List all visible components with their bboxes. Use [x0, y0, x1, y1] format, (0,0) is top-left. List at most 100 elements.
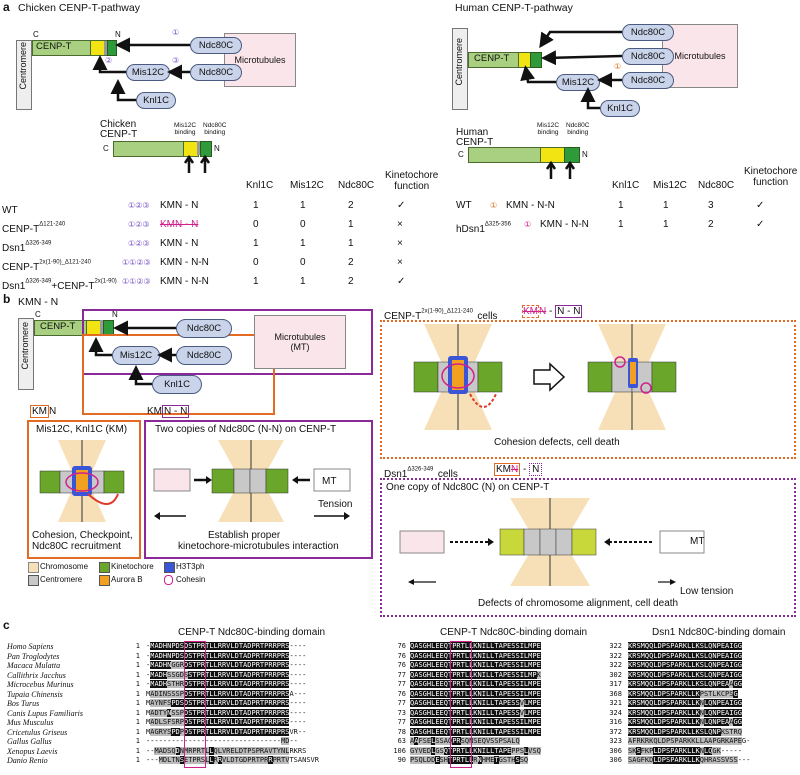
row-circles: ①②③ — [128, 201, 150, 210]
residue: - — [146, 651, 151, 660]
sequence-start-number: 73 — [397, 708, 406, 717]
residue: Y — [154, 699, 159, 707]
residue: N — [477, 670, 482, 679]
sequence-start-number: 76 — [397, 661, 406, 669]
residue: - — [293, 718, 298, 726]
residue: I — [481, 661, 486, 669]
residue: R — [456, 746, 461, 755]
residue: R — [456, 737, 461, 745]
residue: P — [276, 727, 281, 736]
residue: A — [725, 651, 730, 660]
residue: F — [418, 737, 423, 745]
residue: V — [485, 737, 491, 745]
residue: L — [213, 670, 218, 679]
residue: K — [473, 699, 478, 707]
residue: L — [490, 651, 495, 660]
residue: I — [729, 661, 734, 669]
residue: T — [289, 756, 294, 764]
circle-2-label: ② — [105, 56, 113, 65]
residue: P — [502, 689, 508, 698]
residue: P — [196, 689, 201, 698]
residue: Q — [410, 651, 415, 660]
residue: R — [281, 727, 286, 736]
residue: Q — [536, 746, 541, 755]
residue: V — [226, 661, 231, 669]
residue: E — [439, 727, 444, 736]
residue: A — [150, 689, 155, 698]
residue: Q — [410, 642, 415, 650]
row-kmn: KMN - N-N — [506, 200, 555, 211]
sequence-start-number: 1 — [135, 718, 140, 726]
residue: D — [175, 642, 180, 650]
residue: M — [640, 651, 645, 660]
residue: I — [481, 708, 486, 717]
residue: H — [443, 756, 448, 764]
residue: P — [716, 727, 721, 736]
residue: P — [171, 727, 176, 736]
residue: S — [636, 680, 641, 688]
residue: V — [226, 718, 231, 726]
residue: E — [720, 708, 726, 717]
residue: P — [670, 756, 675, 764]
sequence-start-number: 1 — [135, 708, 140, 717]
residue: K — [628, 661, 633, 669]
residue: S — [515, 727, 520, 736]
residue: S — [636, 746, 641, 755]
residue: P — [196, 699, 201, 707]
sequence-row: GYVEDLGSQTPRTLLKNILLTAPEPPSLVSQ — [410, 746, 566, 757]
residue: T — [192, 661, 197, 669]
residue: Q — [644, 680, 650, 688]
residue: V — [268, 746, 273, 755]
residue: P — [649, 746, 654, 755]
residue: A — [674, 718, 679, 726]
sequence-row: MADLSFSRPDSTPRTLLRRVLDTADPRTPRRPRS---- — [146, 718, 364, 728]
residue: K — [640, 737, 645, 745]
residue: T — [460, 670, 465, 679]
row-mis12c: 0 — [300, 219, 306, 230]
residue: L — [230, 699, 235, 707]
residue: I — [481, 699, 486, 707]
sequence-row: --------------------------------MD-- — [146, 737, 364, 747]
circle-1-label: ① — [614, 62, 622, 71]
residue: P — [196, 680, 201, 688]
residue: D — [657, 651, 662, 660]
residue: K — [695, 756, 700, 764]
residue: A — [414, 689, 419, 698]
residue: N — [699, 699, 704, 707]
species-name: Danio Renio — [7, 756, 48, 765]
legend-cohesin-swatch — [164, 575, 173, 585]
residue: I — [481, 642, 486, 650]
residue: R — [221, 689, 227, 698]
residue: L — [691, 756, 696, 764]
residue: T — [192, 689, 197, 698]
residue: S — [729, 689, 734, 698]
residue: K — [628, 708, 633, 717]
residue: P — [716, 661, 721, 669]
residue: L — [205, 756, 210, 764]
residue: S — [716, 756, 721, 764]
residue: G — [422, 699, 427, 707]
residue: A — [498, 680, 503, 688]
residue: E — [507, 670, 512, 679]
residue: N — [281, 746, 286, 755]
residue: I — [481, 727, 486, 736]
residue: T — [494, 746, 499, 755]
residue: D — [183, 680, 189, 688]
residue: L — [653, 670, 658, 679]
residue: E — [507, 718, 512, 726]
residue: M — [146, 699, 151, 707]
sequence-row: ---MDLTNSETPRSLLRRVLDTGDPRTPRRPRTVTSANSV… — [146, 756, 364, 766]
residue: S — [699, 727, 704, 736]
residue: S — [494, 737, 499, 745]
legend-aurora-b-swatch — [99, 575, 110, 586]
residue: R — [179, 661, 184, 669]
residue: - — [192, 737, 197, 745]
residue: S — [511, 708, 516, 717]
residue: L — [691, 651, 696, 660]
residue: R — [720, 737, 726, 745]
residue: G — [733, 642, 738, 650]
residue: A — [725, 699, 730, 707]
residue: A — [498, 727, 503, 736]
